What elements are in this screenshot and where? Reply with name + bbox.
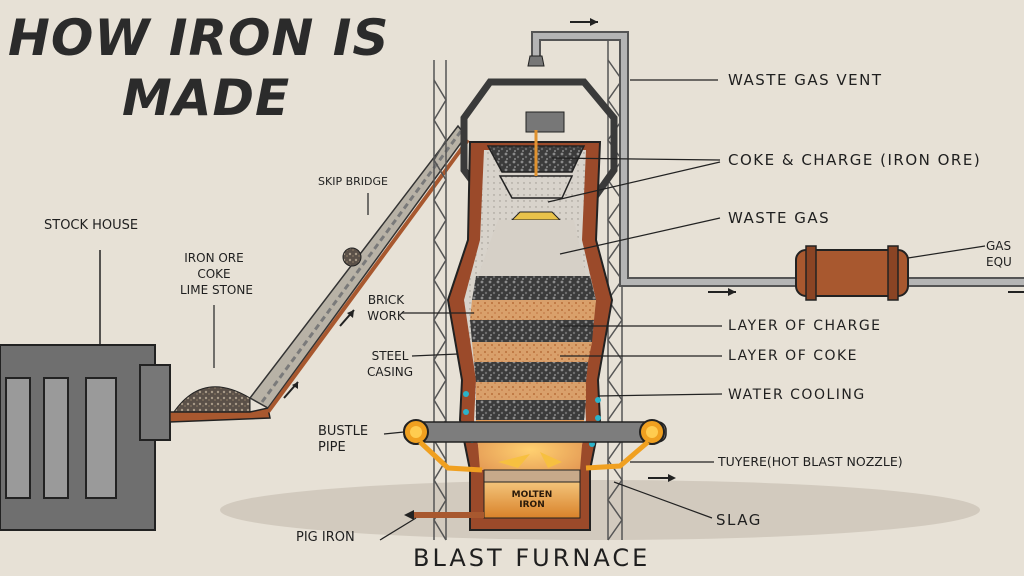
label-coke-charge: COKE & CHARGE (IRON ORE) [728,151,982,169]
label-lime-stone: LIME STONE [180,283,253,297]
label-water-cooling: WATER COOLING [728,387,866,403]
title-line-2: MADE [122,69,291,127]
water-cooling-dot-icon [595,415,601,421]
water-cooling-dot-icon [595,397,601,403]
label-brick-work-line-1: BRICK [367,293,405,307]
label-raw-materials: IRON ORE COKE LIME STONE [180,250,253,298]
flow-arrow-icon [404,510,414,520]
label-iron-ore: IRON ORE [184,251,244,265]
label-tuyere: TUYERE(HOT BLAST NOZZLE) [718,454,903,469]
label-coke: COKE [197,267,231,281]
label-layer-of-charge: LAYER OF CHARGE [728,318,882,334]
label-gas-equipment-line-2: EQU [986,255,1012,269]
bustle-pipe [403,419,667,473]
label-brick-work-line-2: WORK [367,309,405,323]
molten-iron-pool [483,481,581,519]
slag-layer [483,469,581,483]
gas-cleaning-cylinder [795,245,909,301]
label-waste-gas-vent: WASTE GAS VENT [728,71,883,89]
label-steel-casing: STEEL CASING [360,348,420,380]
caption-blast-furnace: BLAST FURNACE [413,544,651,572]
flow-arrow-icon [728,288,736,296]
label-waste-gas: WASTE GAS [728,209,831,227]
title-line-1: HOW IRON IS [8,9,390,67]
burden-layers [470,276,596,420]
waste-gas-vent-pipe [527,31,1024,287]
ground-shadow [220,480,980,540]
support-tower [433,40,623,541]
stock-house [0,250,171,531]
label-bustle-pipe-line-2: PIPE [318,440,346,455]
skip-bridge [248,124,470,414]
label-molten-iron: MOLTEN IRON [500,490,564,510]
label-layer-of-coke: LAYER OF COKE [728,348,859,364]
flow-arrow-icon [590,18,598,26]
raw-material-pile [169,386,251,420]
label-skip-bridge: SKIP BRIDGE [318,175,388,188]
water-cooling-dot-icon [463,391,469,397]
label-stock-house: STOCK HOUSE [44,218,139,233]
waste-gas-zone [478,220,586,276]
label-bustle-pipe: BUSTLE PIPE [318,424,368,456]
flow-arrow-icon [668,474,676,482]
label-steel-casing-line-2: CASING [366,365,414,379]
label-gas-equipment: GAS EQU [986,238,1012,270]
water-cooling-dot-icon [463,409,469,415]
leader-lines [379,79,723,541]
label-bustle-pipe-line-1: BUSTLE [318,424,369,439]
label-slag: SLAG [716,511,762,529]
label-pig-iron: PIG IRON [296,530,355,545]
label-molten-iron-line-1: MOLTEN [511,490,553,500]
flame-icon [540,452,562,468]
label-brick-work: BRICK WORK [360,292,412,324]
label-gas-equipment-line-1: GAS [986,239,1012,253]
flame-icon [498,454,530,468]
label-steel-casing-line-1: STEEL [371,349,409,363]
label-molten-iron-line-2: IRON [519,500,545,510]
